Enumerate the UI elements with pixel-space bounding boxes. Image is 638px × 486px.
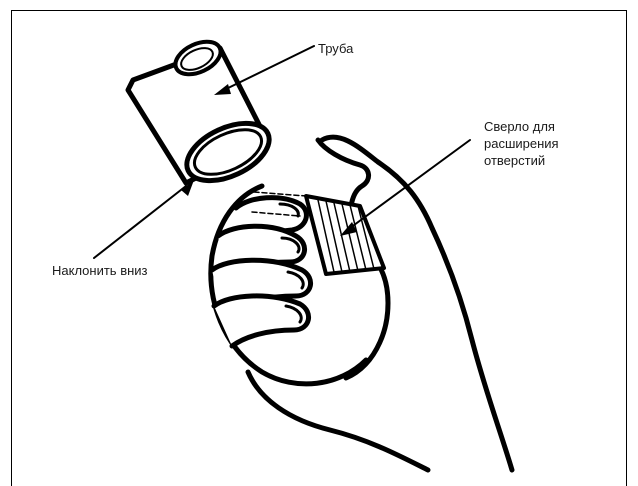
wrist-lower-edge xyxy=(248,372,428,470)
tilt-down-label: Наклонить вниз xyxy=(52,262,148,279)
pipe-label-text: Труба xyxy=(318,40,353,57)
pipe-label: Труба xyxy=(318,40,353,57)
reamer-label: Сверло для расширения отверстий xyxy=(484,118,559,169)
reamer-label-line-1: Сверло для xyxy=(484,118,559,135)
leader-tilt xyxy=(94,186,186,258)
reamer-label-line-3: отверстий xyxy=(484,152,559,169)
reamer-label-line-2: расширения xyxy=(484,135,559,152)
hand-drawing xyxy=(211,137,512,470)
tilt-down-label-text: Наклонить вниз xyxy=(52,262,148,279)
leader-pipe xyxy=(224,46,314,90)
pipe-drawing xyxy=(128,35,278,192)
